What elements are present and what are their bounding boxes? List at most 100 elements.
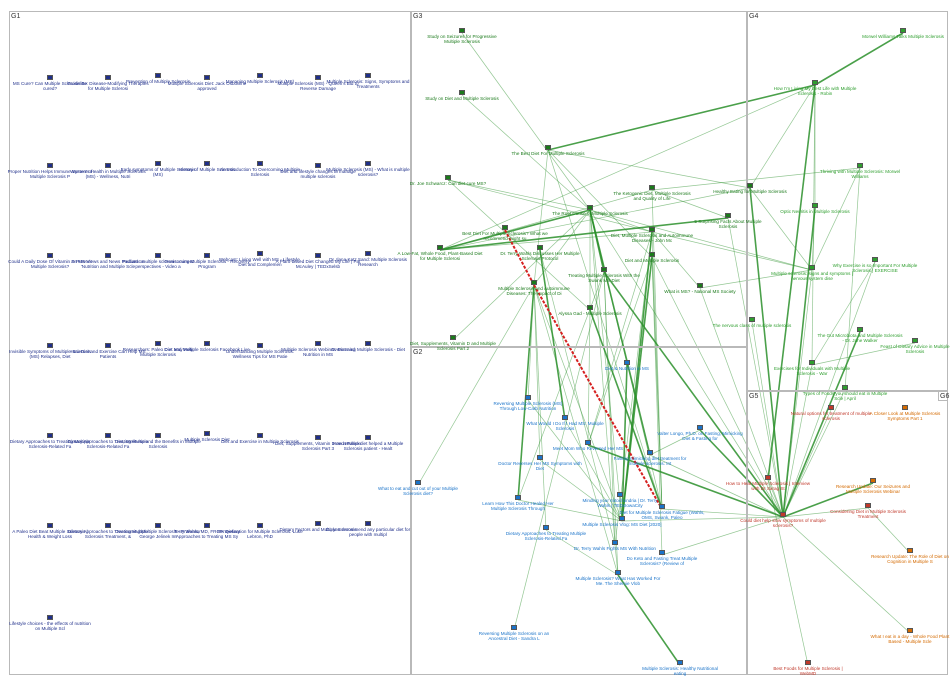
node-n42[interactable]: Do you recommend any particular diet for… bbox=[325, 521, 411, 538]
node-n29[interactable]: Dietary Approaches to Treating Multiple … bbox=[7, 433, 93, 450]
node-n12[interactable]: An Introduction To Overcoming Multiple S… bbox=[217, 161, 303, 178]
node-n2[interactable]: Guideline: Disease-Modifying Therapies f… bbox=[65, 75, 151, 92]
node-n92[interactable]: A Closer Look at Multiple Sclerosis Symp… bbox=[862, 405, 948, 422]
node-n30[interactable]: Dietary Approaches to Treating Multiple … bbox=[65, 433, 151, 450]
node-n89[interactable]: Reversing Multiple Sclerosis on an Ances… bbox=[471, 625, 557, 642]
node-n35[interactable]: How a Paleo diet helped a Multiple Scler… bbox=[325, 435, 411, 452]
node-n62[interactable]: Morwel Williams Talks Multiple Sclerosis bbox=[860, 28, 946, 39]
node-n79[interactable]: Valter Longo, Ph.D. on Fasting, Mimickin… bbox=[657, 425, 743, 442]
node-n48[interactable]: The Root Cause of Multiple Sclerosis bbox=[547, 205, 633, 216]
node-n15[interactable]: Could A Daily Dose Of Vitamin D Prevent … bbox=[7, 253, 93, 270]
node-n4[interactable]: Multiple Sclerosis Diet: Jack Osbourne a… bbox=[164, 75, 250, 92]
node-n34[interactable]: Diet, Supplements, Vitamin D and Multipl… bbox=[275, 435, 361, 452]
node-n80[interactable]: What to eat and cut out of your Multiple… bbox=[375, 480, 461, 497]
node-n24[interactable]: Researchers: Paleo Diet May Help Multipl… bbox=[115, 341, 201, 358]
node-n98[interactable]: What I eat in a day - Whole Food Plant B… bbox=[867, 628, 950, 645]
node-n76[interactable]: Doctor Reverses Her MS Symptoms with Die… bbox=[497, 455, 583, 472]
node-n6[interactable]: Multiple Sclerosis (MS) - Queen's Bid to… bbox=[275, 75, 361, 92]
node-n8[interactable]: Proper Nutrition Helps Immune System of … bbox=[7, 163, 93, 180]
node-n65[interactable]: Optic Neuritis in Multiple Sclerosis bbox=[772, 203, 858, 214]
node-n82[interactable]: Minding your mitochondria | Dr. Terry Wa… bbox=[577, 492, 663, 509]
node-n39[interactable]: Terry Wahls, MD, FRCP: Dietary Approache… bbox=[164, 523, 250, 540]
node-n40[interactable]: Remyelination for Multiple Sclerosis: Lu… bbox=[217, 523, 303, 540]
node-n54[interactable]: Diet and Multiple Sclerosis bbox=[609, 252, 695, 263]
node-n73[interactable]: Reversing Multiple Sclerosis (MS) Throug… bbox=[485, 395, 571, 412]
node-n59[interactable]: Diet, Supplements, Vitamin D and Multipl… bbox=[410, 335, 496, 352]
node-n55[interactable]: Multiple Sclerosis and Autoimmune Diseas… bbox=[491, 280, 577, 297]
node-n33[interactable]: Diet and Exercise in Multiple Sclerosis bbox=[217, 433, 303, 444]
node-n78[interactable]: Fasting mimicking diet treatment for mul… bbox=[607, 450, 693, 467]
node-n21[interactable]: Dr. Ilana Katz Sand: Multiple Sclerosis … bbox=[325, 251, 411, 268]
node-n47[interactable]: Dr. Joe Schwarcz: Can diet cure MS? bbox=[405, 175, 491, 186]
node-n96[interactable]: Considering Diet in Multiple Sclerosis T… bbox=[825, 503, 911, 520]
node-n53[interactable]: A Low-Fat, Whole Food, Plant-Based Diet … bbox=[397, 245, 483, 262]
node-n14[interactable]: Multiple Sclerosis (MS) - What is multip… bbox=[325, 161, 411, 178]
node-n93[interactable]: How to Heal Multiple Sclerosis | Intervi… bbox=[725, 475, 811, 492]
node-n45[interactable]: Study on Seizures for Progressive Multip… bbox=[419, 28, 505, 45]
node-n17[interactable]: Pediatric multiple sclerosis: current pe… bbox=[115, 253, 201, 270]
node-n90[interactable]: Multiple Sclerosis: Healthy Nutritional … bbox=[637, 660, 723, 677]
node-n60[interactable]: Healthy Eating for Multiple Sclerosis bbox=[707, 183, 793, 194]
node-n61[interactable]: 5 Surprising Facts About Multiple Sclero… bbox=[685, 213, 771, 230]
node-n10[interactable]: Early symptoms of Multiple Sclerosis (MS… bbox=[115, 161, 201, 178]
node-n81[interactable]: Learn How This Doctor Healed Her Multipl… bbox=[475, 495, 561, 512]
node-n36[interactable]: A Paleo Diet Beat Multiple Sclerosis | H… bbox=[7, 523, 93, 540]
node-n37[interactable]: Dietary Approaches to Treating Multiple … bbox=[65, 523, 151, 540]
node-n9[interactable]: Women's Health in Multiple Sclerosis (MS… bbox=[65, 163, 151, 180]
video-thumbnail-icon bbox=[502, 225, 508, 230]
node-n23[interactable]: How Diet and Exercise Can Help MS Patien… bbox=[65, 343, 151, 360]
node-n51[interactable]: Dr. Terry Wahls Discusses Her Multiple S… bbox=[497, 245, 583, 262]
node-n97[interactable]: Research Update: The Role of Diet on Cog… bbox=[867, 548, 950, 565]
node-n38[interactable]: Overcoming Multiple Sclerosis - Professo… bbox=[115, 523, 201, 540]
node-n86[interactable]: Dr. Terry Wahls Fights MS With Nutrition bbox=[572, 540, 658, 551]
node-n69[interactable]: The Gut Microbiota and Multiple Sclerosi… bbox=[817, 327, 903, 344]
node-n11[interactable]: History of Multiple Sclerosis bbox=[164, 161, 250, 172]
node-n88[interactable]: Multiple Sclerosis? What Has Worked For … bbox=[575, 570, 661, 587]
node-n95[interactable]: Could diet help slow symptoms of multipl… bbox=[740, 512, 826, 529]
node-n64[interactable]: Thriving with Multiple Sclerosis: Morwel… bbox=[817, 163, 903, 180]
node-n44[interactable]: Study on Diet and Multiple Sclerosis bbox=[419, 90, 505, 101]
node-n20[interactable]: A Plant-based Diet Changed My Life | Pat… bbox=[275, 253, 361, 270]
node-n31[interactable]: Diet, Wellness and the Benefits in Multi… bbox=[115, 433, 201, 450]
node-n84[interactable]: Diet for Multiple Sclerosis Fatigue (Wah… bbox=[619, 504, 705, 521]
node-n87[interactable]: Do Keto and Fasting Treat Multiple Scler… bbox=[619, 550, 705, 567]
node-n66[interactable]: Multiple sclerosis: signs and symptoms |… bbox=[769, 265, 855, 282]
node-n27[interactable]: Multiple Sclerosis Webinar: Diet and Nut… bbox=[275, 341, 361, 358]
node-n99[interactable]: Best Foods for Multiple Sclerosis | WebM… bbox=[765, 660, 851, 677]
node-n56[interactable]: Treating Multiple Sclerosis With the Swa… bbox=[561, 267, 647, 284]
node-n74[interactable]: Diet & Nutrition in MS bbox=[584, 360, 670, 371]
node-n49[interactable]: The Ketogenic Diet, Multiple Sclerosis a… bbox=[609, 185, 695, 202]
node-n25[interactable]: Diet and Multiple Sclerosis Facebook Liv… bbox=[164, 341, 250, 352]
node-n52[interactable]: Diet, Multiple Sclerosis and Autoimmune … bbox=[609, 227, 695, 244]
node-n1[interactable]: MS Cure? Can Multiple Sclerosis Be cured… bbox=[7, 75, 93, 92]
node-n70[interactable]: Feast of Dietary Advice in Multiple Scle… bbox=[872, 338, 950, 355]
node-n32[interactable]: Multiple Sclerosis Diet bbox=[164, 431, 250, 442]
node-n58[interactable]: Alyssa Gad - Multiple Sclerosis bbox=[547, 305, 633, 316]
node-n75[interactable]: What Would I Do If I Had MS: Multiple Sc… bbox=[522, 415, 608, 432]
node-n77[interactable]: Meet Mom Who Reversed Her MS bbox=[545, 440, 631, 451]
node-n50[interactable]: Best Diet For Multiple Sclerosis? What w… bbox=[462, 225, 548, 242]
node-n91[interactable]: Natural options for treatment of multipl… bbox=[788, 405, 874, 422]
node-n22[interactable]: Invisible Symptoms of Multiple Sclerosis… bbox=[7, 343, 93, 360]
node-n7[interactable]: Multiple Sclerosis: Signs, Symptoms and … bbox=[325, 73, 411, 90]
node-n71[interactable]: Exercises for Individuals with Multiple … bbox=[769, 360, 855, 377]
node-n72[interactable]: Types of Foods you should eat in Multipl… bbox=[802, 385, 888, 402]
node-n16[interactable]: An MS Views and News Podcast on 'Nutriti… bbox=[65, 253, 151, 270]
node-n5[interactable]: Managing Multiple Sclerosis (MS) bbox=[217, 73, 303, 84]
node-n46[interactable]: The Best Diet For Multiple Sclerosis bbox=[505, 145, 591, 156]
node-n19[interactable]: Webcast: Living Well with MS - Lifestyle… bbox=[217, 251, 303, 268]
node-n83[interactable]: Multiple Sclerosis Vlog: MS Diet [2020] bbox=[579, 516, 665, 527]
node-n94[interactable]: Research Update: Our Seizures and Multip… bbox=[830, 478, 916, 495]
node-n26[interactable]: Understanding Multiple Sclerosis: Wellne… bbox=[217, 343, 303, 360]
node-n13[interactable]: Diet and lifestyle changes to manage mul… bbox=[275, 163, 361, 180]
node-n67[interactable]: Why Exercise is so Important For Multipl… bbox=[832, 257, 918, 274]
node-n3[interactable]: Prevention of Multiple Sclerosis bbox=[115, 73, 201, 84]
node-n41[interactable]: Dietary Factors and Multiple Sclerosis bbox=[275, 521, 361, 532]
node-n63[interactable]: How I'm Living My Best Life with Multipl… bbox=[772, 80, 858, 97]
node-n43[interactable]: Lifestyle choices - the effects of nutri… bbox=[7, 615, 93, 632]
node-n28[interactable]: Overcoming Multiple Sclerosis - Diet bbox=[325, 341, 411, 352]
node-n68[interactable]: The nervous class of multiple sclerosis bbox=[709, 317, 795, 328]
node-n85[interactable]: Dietary Approaches to Treating Multiple … bbox=[503, 525, 589, 542]
node-n18[interactable]: Overcoming Multiple Sclerosis - Recovery… bbox=[164, 253, 250, 270]
node-n57[interactable]: What is MS? - National MS Society bbox=[657, 283, 743, 294]
